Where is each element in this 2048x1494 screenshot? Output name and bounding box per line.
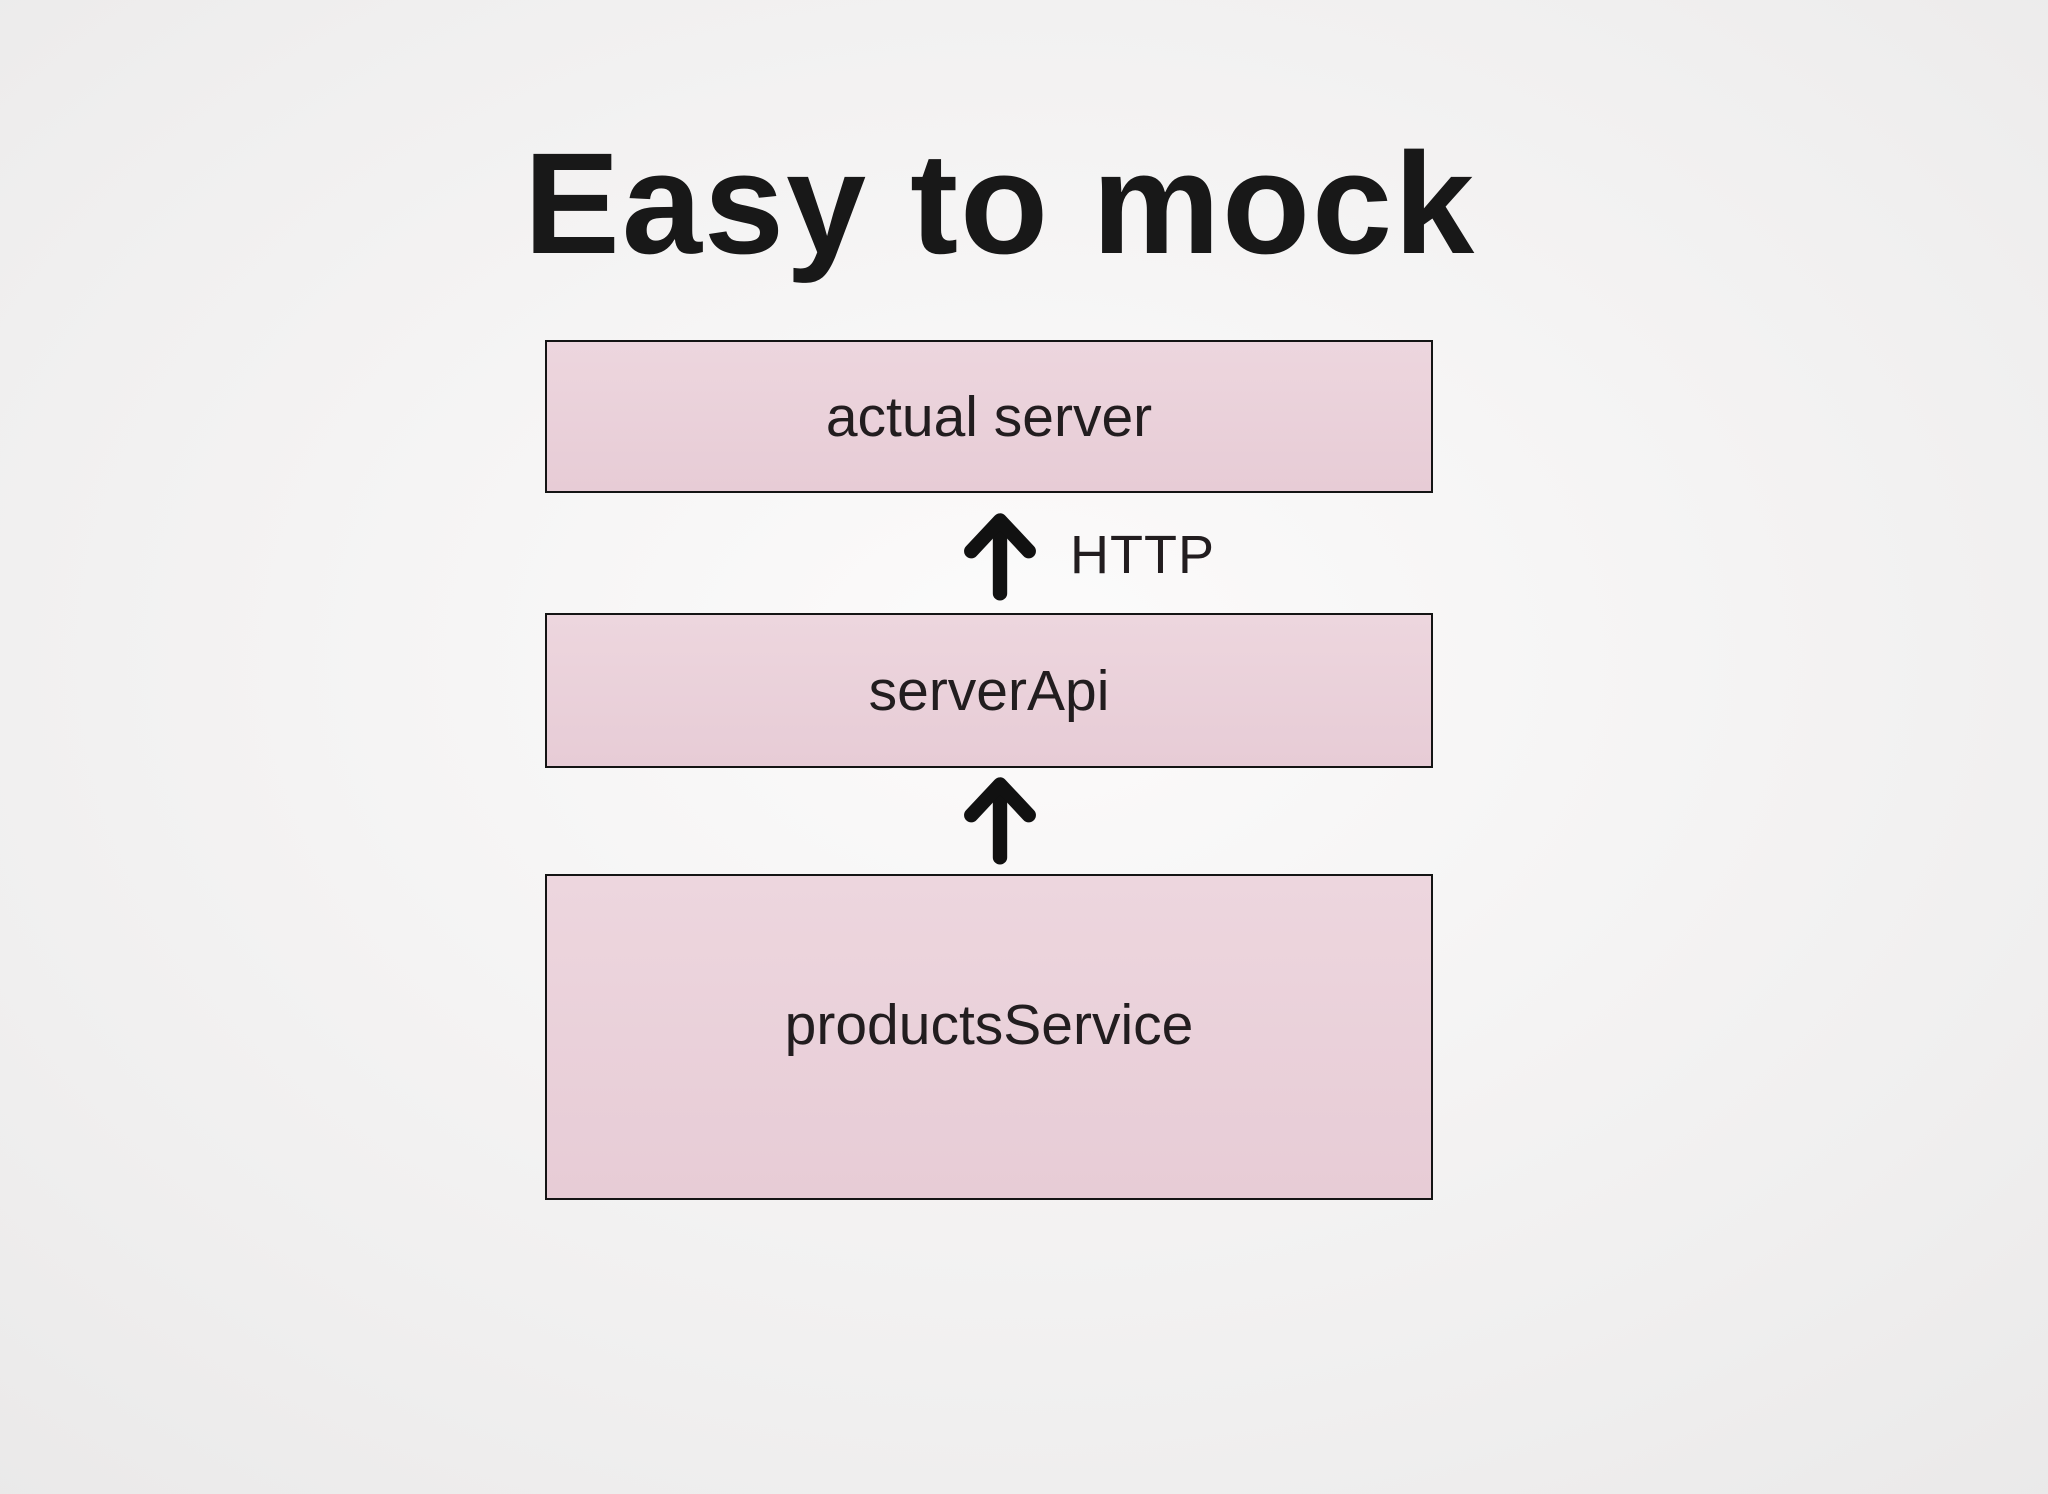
diagram-box-actual-server: actual server xyxy=(545,340,1433,493)
slide-title: Easy to mock xyxy=(523,123,1477,284)
diagram-box-server-api: serverApi xyxy=(545,613,1433,768)
edge-label-http: HTTP xyxy=(1070,525,1215,585)
box-label-actual-server: actual server xyxy=(825,384,1153,449)
up-arrow-icon xyxy=(959,773,1041,865)
diagram-box-products-service: productsService xyxy=(545,874,1433,1200)
up-arrow-icon xyxy=(959,509,1041,601)
box-label-server-api: serverApi xyxy=(868,658,1110,723)
box-label-products-service: productsService xyxy=(784,993,1194,1057)
